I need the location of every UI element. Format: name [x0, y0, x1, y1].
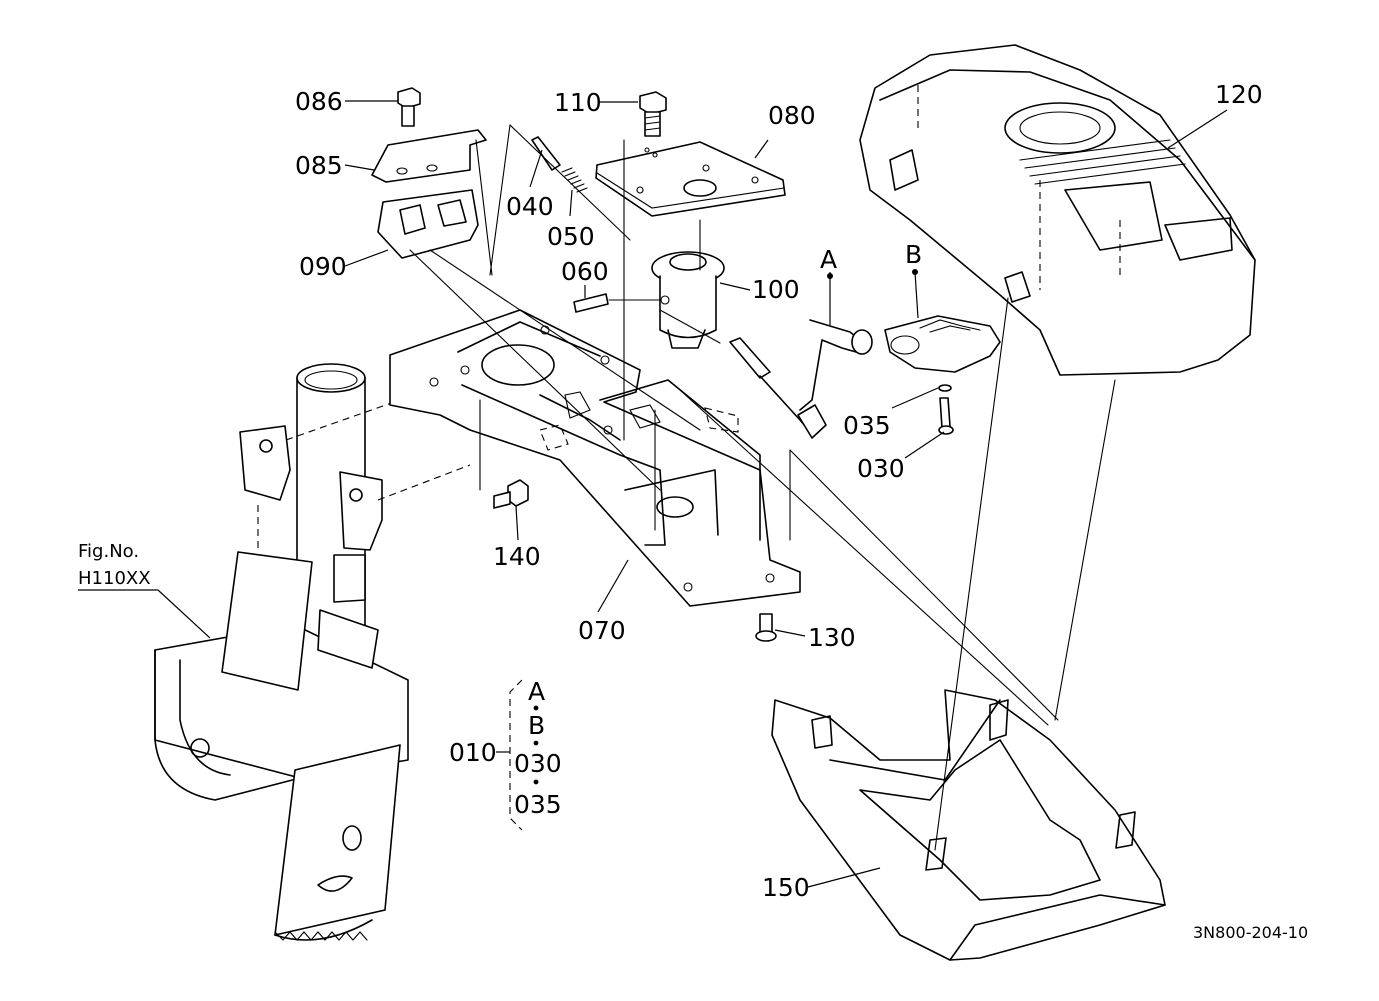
mounting-plate	[389, 309, 801, 607]
lower-cover	[771, 689, 1166, 961]
callout-labels: 086 085 090 110 080 040 050 060 100 120 …	[295, 80, 1263, 902]
clip-085	[371, 129, 487, 183]
figure-reference: Fig.No. H110XX	[78, 541, 151, 589]
knob	[884, 315, 1001, 373]
pin-060	[573, 293, 609, 313]
callout-110: 110	[554, 88, 602, 117]
callout-040: 040	[506, 192, 554, 221]
assembly-dot-3	[533, 779, 539, 785]
bolt-140	[493, 479, 529, 509]
assembly-dot-1	[533, 705, 539, 711]
callout-150: 150	[762, 873, 810, 902]
steering-column-bracket	[154, 363, 471, 941]
assembly-set-010: 010 A B 030 035	[449, 677, 562, 831]
callout-070: 070	[578, 616, 626, 645]
figure-ref-number: H110XX	[78, 568, 151, 589]
assembly-dot-2	[533, 740, 539, 746]
bolt-110	[639, 91, 667, 137]
spring-050	[561, 167, 588, 193]
callout-035: 035	[843, 411, 891, 440]
leader-lines	[78, 100, 1228, 888]
callout-130: 130	[808, 623, 856, 652]
pin-040	[531, 136, 561, 171]
callout-085: 085	[295, 151, 343, 180]
callout-120: 120	[1215, 80, 1263, 109]
assembly-lines	[409, 124, 1116, 851]
callout-050: 050	[547, 222, 595, 251]
figure-ref-label: Fig.No.	[78, 541, 139, 562]
assembly-member-b: B	[528, 711, 545, 740]
screw-130	[755, 613, 777, 642]
key-switch	[651, 251, 725, 349]
marker-a-dot	[827, 273, 833, 279]
callout-086: 086	[295, 87, 343, 116]
callout-090: 090	[299, 252, 347, 281]
callout-030: 030	[857, 454, 905, 483]
marker-a: A	[820, 245, 837, 274]
holder-090	[377, 189, 479, 259]
upper-cover	[859, 44, 1256, 376]
lever-rod	[729, 319, 873, 439]
assembly-number: 010	[449, 738, 497, 767]
marker-b: B	[905, 240, 922, 269]
assembly-member-035: 035	[514, 790, 562, 819]
callout-060: 060	[561, 257, 609, 286]
marker-b-dot	[912, 269, 918, 275]
assembly-member-030: 030	[514, 749, 562, 778]
bolt-086	[397, 87, 421, 127]
screw-030	[938, 397, 954, 435]
washer-035	[938, 384, 952, 392]
drawing-code: 3N800-204-10	[1193, 923, 1308, 942]
assembly-member-a: A	[528, 677, 545, 706]
callout-140: 140	[493, 542, 541, 571]
cover-plate	[595, 141, 786, 217]
callout-100: 100	[752, 275, 800, 304]
callout-080: 080	[768, 101, 816, 130]
